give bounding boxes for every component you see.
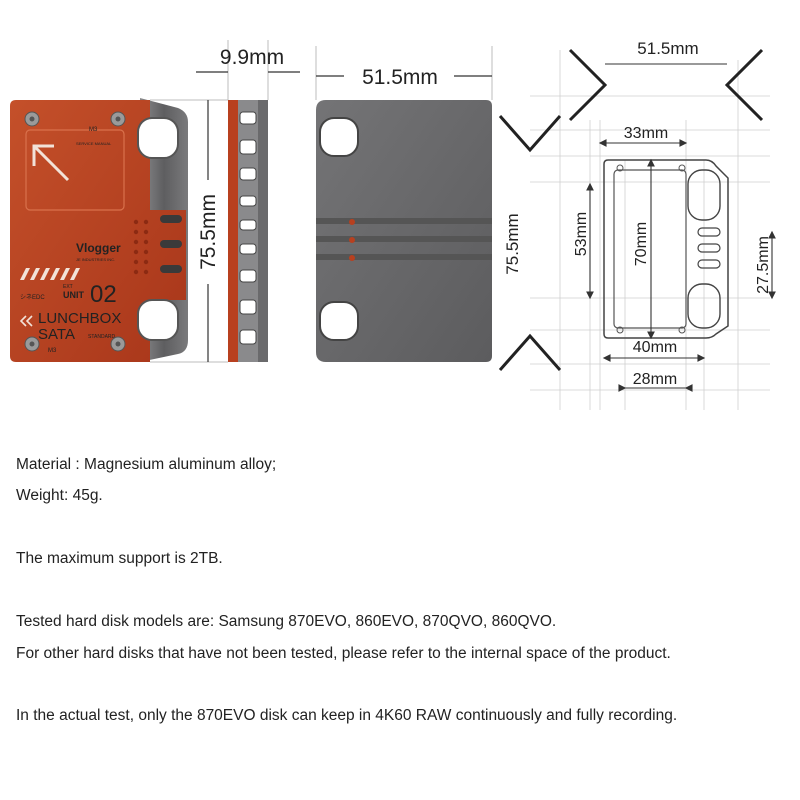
front-grip-ribs <box>160 215 182 273</box>
screw-icon <box>24 111 126 352</box>
tested-models-text: Tested hard disk models are: Samsung 870… <box>16 613 557 630</box>
dim-thickness: 9.9mm <box>196 40 300 100</box>
front-line2: SATA <box>38 326 75 343</box>
material-text: Material : Magnesium aluminum alloy; <box>16 456 277 473</box>
front-view: SERVICE MANUAL Vlogger JE INDUSTRIES INC… <box>10 98 188 362</box>
front-hole-top <box>137 117 179 159</box>
dim-inner-center-label: 70mm <box>633 222 650 266</box>
dim-right-slot-label: 27.5mm <box>755 236 772 294</box>
product-dimension-figure: SERVICE MANUAL Vlogger JE INDUSTRIES INC… <box>10 39 776 410</box>
dim-bottom-small-label: 28mm <box>633 371 677 388</box>
dim-width-front: 51.5mm <box>315 46 493 100</box>
front-inner-panel <box>25 129 125 211</box>
front-screw-label-top: M3 <box>89 127 98 133</box>
weight-text: Weight: 45g. <box>16 487 103 504</box>
back-view <box>316 100 492 362</box>
front-arrow-icon <box>32 144 70 182</box>
side-view <box>228 100 268 362</box>
other-disks-text: For other hard disks that have not been … <box>16 645 671 662</box>
dim-width-front-label: 51.5mm <box>362 66 438 89</box>
front-standard: STANDARD <box>88 334 116 340</box>
actual-test-text: In the actual test, only the 870EVO disk… <box>16 707 678 724</box>
dim-height-front: 75.5mm <box>150 99 228 363</box>
front-unit-number: 02 <box>90 281 117 308</box>
dim-inner-top-label: 33mm <box>624 125 668 142</box>
dim-thickness-label: 9.9mm <box>220 46 284 69</box>
front-back-chevrons <box>19 315 33 327</box>
max-support-text: The maximum support is 2TB. <box>16 550 223 567</box>
front-brand: Vlogger <box>76 241 121 255</box>
dim-inner-left-label: 53mm <box>573 212 590 256</box>
dim-inner-bottom-label: 40mm <box>633 339 677 356</box>
dim-width-diagram-label: 51.5mm <box>637 39 698 58</box>
front-screw-label-bottom: M3 <box>48 348 57 354</box>
front-hazard-stripes <box>20 268 80 280</box>
front-dot-pattern <box>133 219 149 275</box>
front-unit-prefix: EXT <box>63 284 73 290</box>
front-line1: LUNCHBOX <box>38 310 121 327</box>
line-diagram: 51.5mm 33mm 75.5mm 53mm 70mm 27.5mm 40mm… <box>498 39 776 410</box>
front-jp-text: シネEDC <box>20 294 45 301</box>
dim-height-diagram-label: 75.5mm <box>503 213 522 274</box>
front-unit: UNIT <box>63 290 84 300</box>
front-hole-bottom <box>137 299 179 341</box>
front-brand-sub: JE INDUSTRIES INC. <box>76 257 115 262</box>
front-small-text: SERVICE MANUAL <box>76 141 112 146</box>
dim-height-front-label: 75.5mm <box>197 194 220 270</box>
